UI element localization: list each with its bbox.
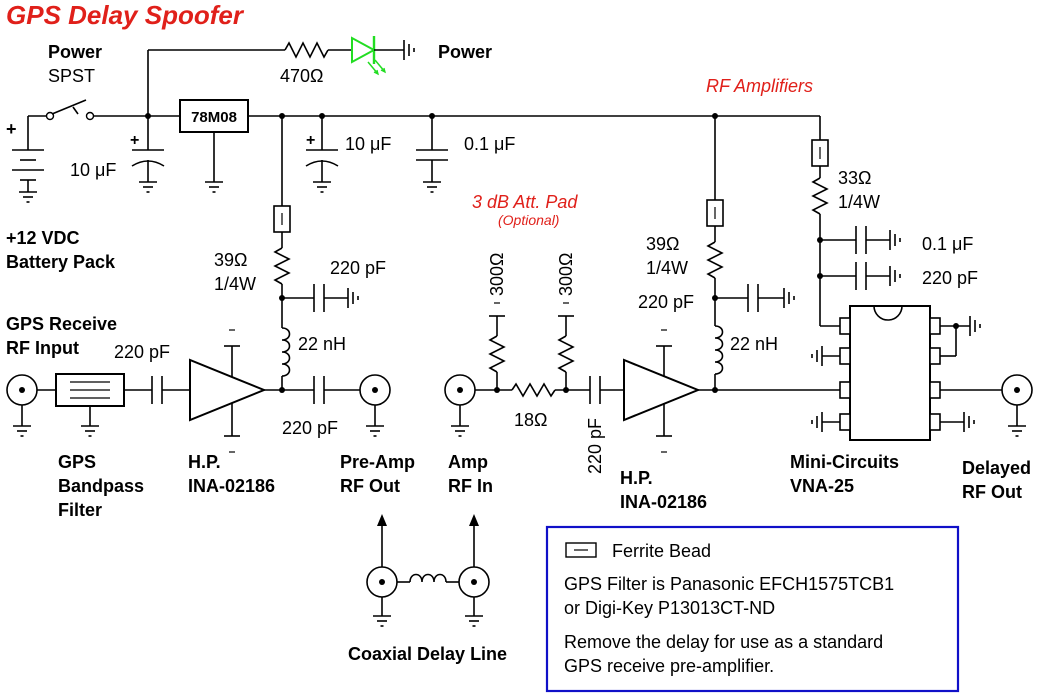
- battery-label-1: +12 VDC: [6, 228, 80, 248]
- res-33-label: 33Ω: [838, 168, 871, 188]
- led-power-label: Power: [438, 42, 492, 62]
- gps-input-label-1: GPS Receive: [6, 314, 117, 334]
- cap-10uf-input-label: 10 μF: [70, 160, 116, 180]
- cap-plus-2: +: [306, 132, 315, 149]
- ind-22nh-stage2-label: 22 nH: [730, 334, 778, 354]
- att-pad-title: 3 dB Att. Pad: [472, 192, 578, 212]
- delay-right-connector: [458, 566, 490, 627]
- battery-plus-label: +: [6, 119, 17, 139]
- cap-01uf-reg-label: 0.1 μF: [464, 134, 515, 154]
- gps-bandpass-filter: [55, 373, 125, 407]
- battery-label-2: Battery Pack: [6, 252, 116, 272]
- att-pad-note: (Optional): [498, 212, 559, 228]
- gps-filter-label-1: GPS: [58, 452, 96, 472]
- cap-220-input-label: 220 pF: [114, 342, 170, 362]
- res-39-stage2-watt: 1/4W: [646, 258, 688, 278]
- cap-220-pad-label: 220 pF: [585, 418, 605, 474]
- preamp-out-label-1: Pre-Amp: [340, 452, 415, 472]
- rf-amplifiers-label: RF Amplifiers: [706, 76, 813, 96]
- res-39-stage1-watt: 1/4W: [214, 274, 256, 294]
- legend-remove-2: GPS receive pre-amplifier.: [564, 656, 774, 676]
- preamp-out-connector: [359, 374, 391, 437]
- delayed-out-label-2: RF Out: [962, 482, 1022, 502]
- delay-line-label: Coaxial Delay Line: [348, 644, 507, 664]
- cap-220-output-label: 220 pF: [282, 418, 338, 438]
- cap-220-vna-label: 220 pF: [922, 268, 978, 288]
- led-resistor-label: 470Ω: [280, 66, 324, 86]
- vna-label-1: Mini-Circuits: [790, 452, 899, 472]
- amp2-label-2: INA-02186: [620, 492, 707, 512]
- amplifier-1-icon: [189, 329, 267, 453]
- ind-22nh-stage1-label: 22 nH: [298, 334, 346, 354]
- amplifier-2-icon: [623, 329, 701, 453]
- amp1-label-2: INA-02186: [188, 476, 275, 496]
- page-title: GPS Delay Spoofer: [6, 0, 245, 30]
- amp-in-label-1: Amp: [448, 452, 488, 472]
- gps-filter-label-2: Bandpass: [58, 476, 144, 496]
- legend-filter-2: or Digi-Key P13013CT-ND: [564, 598, 775, 618]
- cap-plus-1: +: [130, 132, 139, 149]
- amp1-label-1: H.P.: [188, 452, 221, 472]
- preamp-out-label-2: RF Out: [340, 476, 400, 496]
- amp-in-label-2: RF In: [448, 476, 493, 496]
- cap-10uf-reg-label: 10 μF: [345, 134, 391, 154]
- power-switch-type-label: SPST: [48, 66, 95, 86]
- gps-input-connector: [6, 374, 38, 437]
- cap-01uf-vna-label: 0.1 μF: [922, 234, 973, 254]
- cap-220-stage1-bypass-label: 220 pF: [330, 258, 386, 278]
- delay-left-connector: [366, 566, 398, 627]
- delay-coil-icon: [409, 573, 447, 583]
- legend-box: [545, 525, 960, 693]
- res-300-a-label: 300Ω: [487, 253, 507, 297]
- amp-in-connector: [444, 374, 476, 437]
- power-switch-label: Power: [48, 42, 102, 62]
- res-39-stage2-label: 39Ω: [646, 234, 679, 254]
- cap-220-stage2-bypass-label: 220 pF: [638, 292, 694, 312]
- vna-label-2: VNA-25: [790, 476, 854, 496]
- legend-remove-1: Remove the delay for use as a standard: [564, 632, 883, 652]
- delayed-out-label-1: Delayed: [962, 458, 1031, 478]
- vna25-chip: [839, 305, 941, 441]
- regulator-label: 78M08: [191, 109, 237, 126]
- amp2-label-1: H.P.: [620, 468, 653, 488]
- legend-filter-1: GPS Filter is Panasonic EFCH1575TCB1: [564, 574, 894, 594]
- res-18-label: 18Ω: [514, 410, 547, 430]
- gps-filter-label-3: Filter: [58, 500, 102, 520]
- delayed-out-connector: [1001, 374, 1033, 437]
- led-icon: [351, 36, 386, 76]
- res-39-stage1-label: 39Ω: [214, 250, 247, 270]
- gps-input-label-2: RF Input: [6, 338, 79, 358]
- res-300-b-label: 300Ω: [556, 253, 576, 297]
- legend-ferrite: Ferrite Bead: [612, 541, 711, 561]
- res-33-watt: 1/4W: [838, 192, 880, 212]
